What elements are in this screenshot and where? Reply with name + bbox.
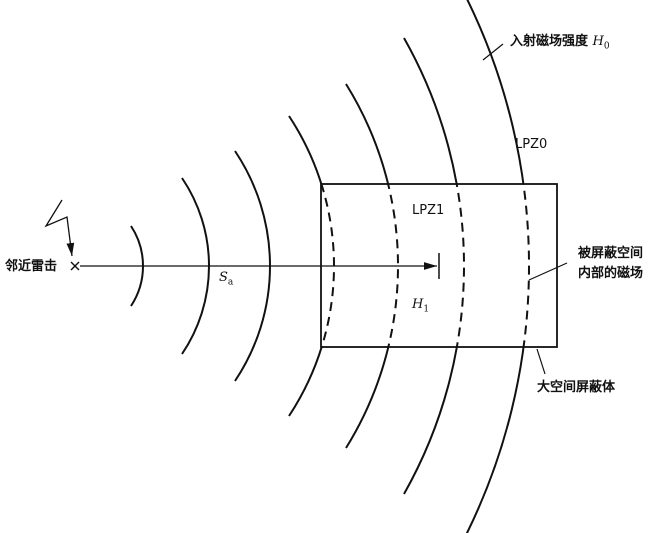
strike-label: 邻近雷击 bbox=[5, 259, 58, 274]
inner-field-symbol: H1 bbox=[412, 297, 430, 315]
shield-leader bbox=[536, 348, 546, 375]
strike-point-icon bbox=[70, 261, 80, 271]
distance-label: Sa bbox=[219, 270, 234, 288]
lightning-icon bbox=[44, 199, 75, 257]
wavefront-arc-7 bbox=[462, 0, 530, 533]
incident-leader bbox=[482, 43, 504, 61]
inner-field-leader bbox=[528, 262, 568, 281]
incident-field-label: 入射磁场强度 H0 bbox=[510, 34, 610, 52]
wavefront-arc-7 bbox=[522, 184, 530, 347]
inner-field-label-2: 内部的磁场 bbox=[578, 266, 644, 281]
inner-field-label-1: 被屏蔽空间 bbox=[578, 246, 644, 261]
lpz0-label: LPZ0 bbox=[515, 137, 548, 152]
shield-label: 大空间屏蔽体 bbox=[537, 380, 616, 395]
lpz1-label: LPZ1 bbox=[412, 203, 445, 218]
